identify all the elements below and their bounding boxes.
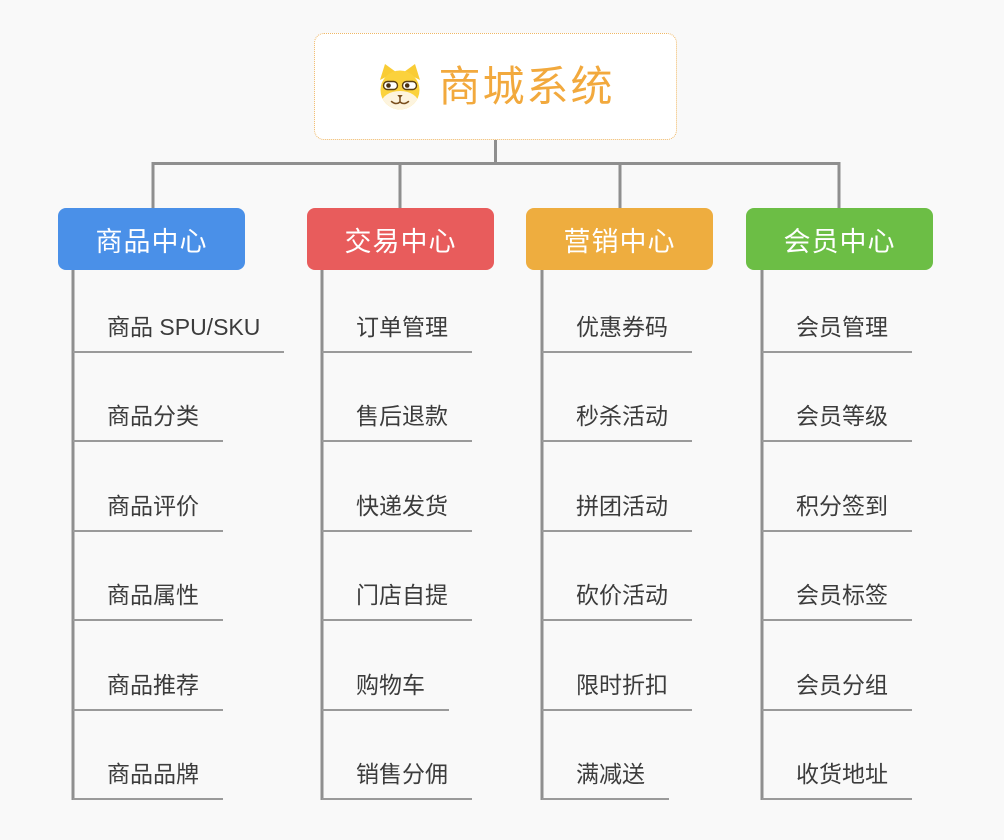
root-topic-title: 商城系统 — [438, 62, 615, 110]
branch-product-center[interactable]: 商品中心 — [58, 208, 245, 270]
topic-item[interactable]: 优惠券码 — [542, 312, 692, 353]
topic-item[interactable]: 会员管理 — [762, 312, 912, 353]
topic-item[interactable]: 快递发货 — [322, 491, 472, 532]
branch-label: 交易中心 — [344, 226, 457, 257]
branch-member-center[interactable]: 会员中心 — [746, 208, 933, 270]
dog-face-icon — [380, 63, 421, 109]
topic-item[interactable]: 会员等级 — [762, 401, 912, 442]
topic-item[interactable]: 售后退款 — [322, 401, 472, 442]
root-topic[interactable]: 商城系统 — [314, 33, 677, 140]
topic-item[interactable]: 会员分组 — [762, 670, 912, 711]
branch-trade-center[interactable]: 交易中心 — [307, 208, 494, 270]
topic-item[interactable]: 满减送 — [542, 759, 669, 800]
branch-label: 营销中心 — [563, 226, 676, 257]
topic-item[interactable]: 商品品牌 — [73, 759, 223, 800]
branch-marketing-center[interactable]: 营销中心 — [526, 208, 713, 270]
topic-item[interactable]: 商品 SPU/SKU — [73, 312, 285, 353]
topic-item[interactable]: 商品分类 — [73, 401, 223, 442]
topic-item[interactable]: 收货地址 — [762, 759, 912, 800]
topic-item[interactable]: 限时折扣 — [542, 670, 692, 711]
topic-item[interactable]: 购物车 — [322, 670, 449, 711]
topic-item[interactable]: 商品属性 — [73, 580, 223, 621]
topic-item[interactable]: 商品推荐 — [73, 670, 223, 711]
topic-item[interactable]: 会员标签 — [762, 580, 912, 621]
topic-item[interactable]: 秒杀活动 — [542, 401, 692, 442]
branch-label: 会员中心 — [783, 226, 896, 257]
topic-item[interactable]: 积分签到 — [762, 491, 912, 532]
topic-item[interactable]: 砍价活动 — [542, 580, 692, 621]
topic-item[interactable]: 拼团活动 — [542, 491, 692, 532]
topic-item[interactable]: 订单管理 — [322, 312, 472, 353]
topic-item[interactable]: 商品评价 — [73, 491, 223, 532]
branch-label: 商品中心 — [95, 226, 208, 257]
topic-item[interactable]: 门店自提 — [322, 580, 472, 621]
topic-item[interactable]: 销售分佣 — [322, 759, 472, 800]
